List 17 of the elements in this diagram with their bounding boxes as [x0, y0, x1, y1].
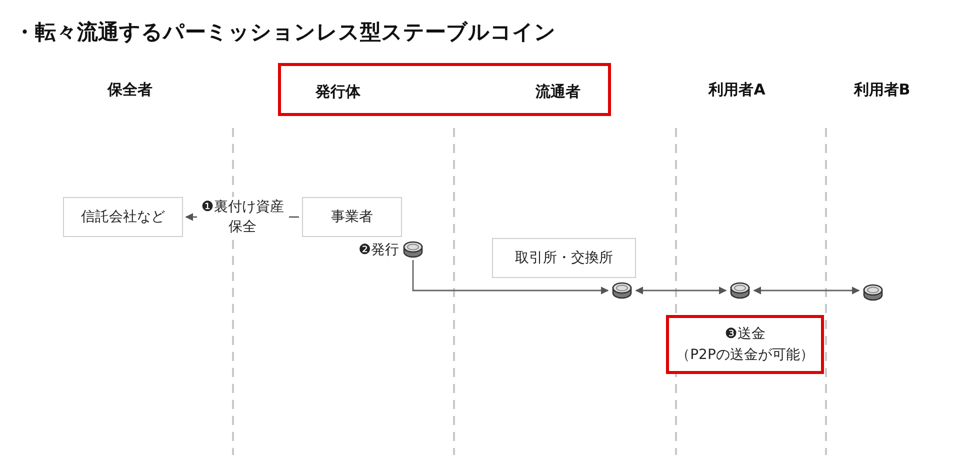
title: ・転々流通するパーミッションレス型ステーブルコイン — [14, 19, 556, 46]
column-header: 利用者A — [708, 80, 766, 100]
process-box: 取引所・交換所 — [492, 238, 636, 278]
note-text: ❸送金 — [724, 324, 766, 344]
arrow — [412, 260, 609, 294]
highlight-frame — [278, 63, 611, 116]
process-box: 事業者 — [302, 197, 402, 237]
column-header: 保全者 — [108, 80, 152, 100]
note-text: （P2Pの送金が可能） — [676, 346, 814, 364]
column-header: 発行体 — [316, 82, 360, 102]
arrow — [635, 286, 727, 294]
column-header: 流通者 — [536, 82, 580, 102]
step-label: ❷発行 — [358, 240, 399, 258]
arrow — [753, 286, 860, 294]
note-box — [666, 315, 824, 374]
column-header: 利用者B — [854, 80, 910, 100]
process-box: 信託会社など — [63, 197, 183, 237]
